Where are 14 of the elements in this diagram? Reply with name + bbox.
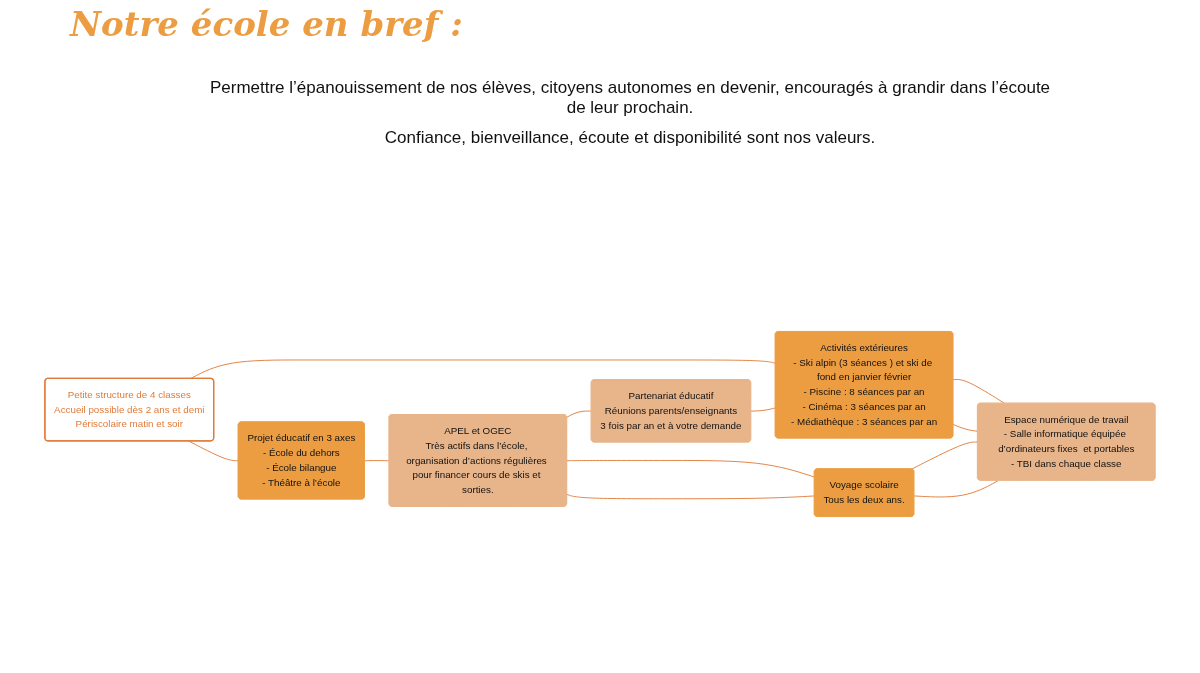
connector	[188, 440, 239, 462]
connector	[750, 407, 776, 412]
connector	[566, 460, 816, 478]
connector	[952, 379, 1006, 404]
connector	[952, 423, 979, 432]
intro-text: Confiance, bienveillance, écoute et disponibilité sont nos valeurs.	[383, 128, 877, 148]
connector	[190, 359, 776, 380]
intro-text: Permettre l’épanouissement de nos élèves, citoyens autonomes en devenir, encouragés à grandir dans l’écoute de leur prochain.	[208, 78, 1052, 118]
diagram-title: Notre école en bref :	[70, 4, 463, 44]
connector	[364, 460, 390, 462]
connector	[913, 480, 999, 498]
connector	[911, 441, 979, 470]
connector	[566, 410, 592, 418]
connector	[566, 493, 816, 500]
